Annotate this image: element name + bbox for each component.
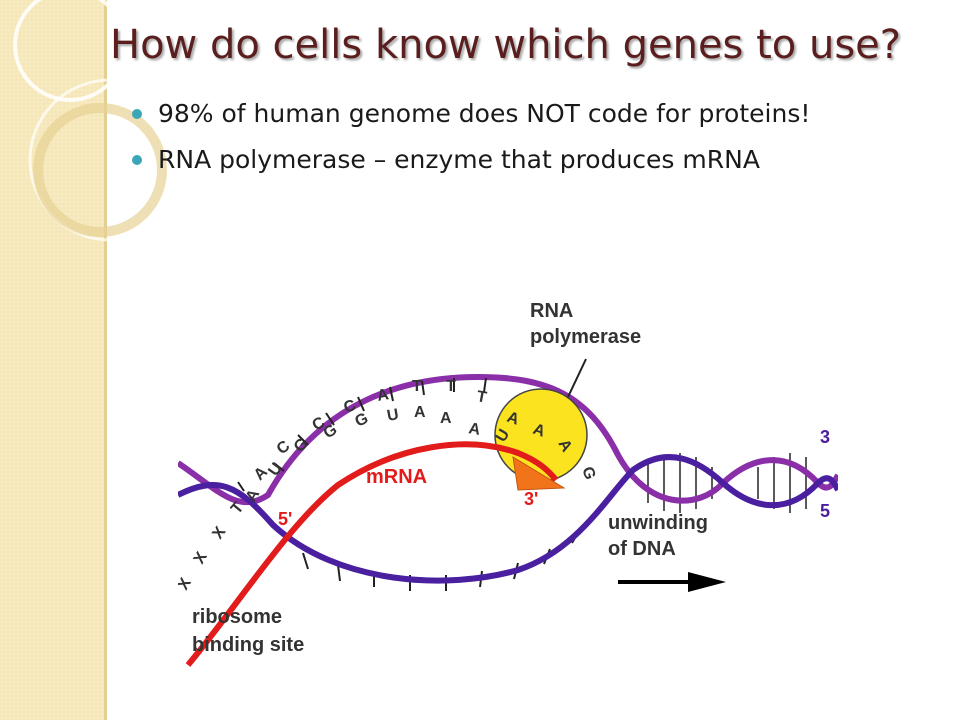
template-strand [178, 373, 838, 506]
template-base: X [191, 549, 211, 567]
rna-polymerase-label: RNA [530, 300, 573, 322]
template-base: C [274, 437, 294, 458]
unwinding-label: unwinding [608, 512, 708, 534]
rna-polymerase-label: polymerase [530, 326, 641, 348]
bullet-item: 98% of human genome does NOT code for pr… [126, 96, 846, 132]
coding-strand [178, 454, 838, 584]
slide-title: How do cells know which genes to use? [110, 22, 902, 68]
mrna-label: mRNA [366, 466, 427, 488]
mrna-strand [185, 441, 559, 667]
sidebar-edge [104, 0, 107, 720]
decorative-rings [13, 0, 192, 242]
strand-end-label: 3 [820, 427, 830, 447]
mrna-base: G [353, 410, 371, 431]
template-base: X [209, 524, 229, 543]
strand-end-label: 5 [820, 501, 830, 521]
template-base: T [446, 378, 456, 395]
bullet-icon [132, 109, 142, 119]
bullet-icon [132, 155, 142, 165]
bullet-item: RNA polymerase – enzyme that produces mR… [126, 142, 846, 178]
bullet-list: 98% of human genome does NOT code for pr… [126, 96, 846, 188]
direction-arrowhead [688, 572, 726, 592]
transcription-diagram: X X X T A C C C A T T T A U G G G U A A … [178, 300, 838, 667]
mrna-base: A [467, 420, 482, 439]
bullet-text: 98% of human genome does NOT code for pr… [158, 99, 811, 128]
unwinding-label: of DNA [608, 538, 676, 560]
template-base: T [475, 388, 488, 406]
ribosome-label: binding site [192, 634, 304, 656]
template-strand-ticks [237, 377, 487, 492]
template-base: X [178, 575, 195, 593]
decorative-sidebar [0, 0, 104, 720]
five-prime-label: 5' [278, 509, 292, 529]
template-base: T [412, 378, 422, 395]
polymerase-pointer [567, 358, 587, 398]
template-base: A [376, 386, 391, 405]
mrna-base: A [440, 410, 452, 427]
mrna-base: A [414, 404, 426, 421]
ribosome-label: ribosome [192, 606, 282, 628]
three-prime-label: 3' [524, 489, 538, 509]
mrna-arrowhead [512, 456, 566, 491]
mrna-base: G [578, 465, 598, 483]
mrna-base: U [386, 406, 400, 425]
bullet-text: RNA polymerase – enzyme that produces mR… [158, 145, 760, 174]
